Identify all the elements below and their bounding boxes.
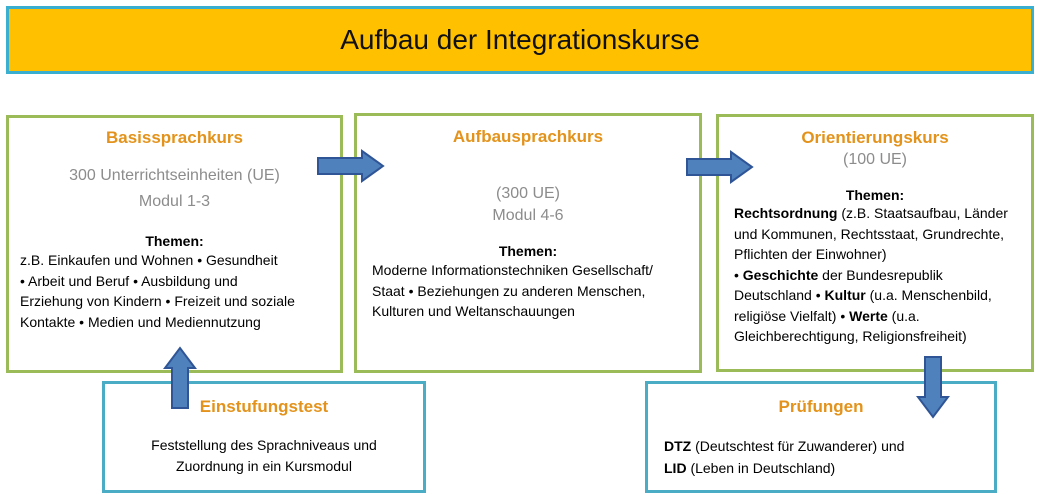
pruefung-bold-term: LID [664, 460, 687, 476]
pruefung-text: DTZ (Deutschtest für Zuwanderer) und LID… [648, 435, 994, 479]
orientierungskurs-box: Orientierungskurs (100 UE) Themen: Recht… [716, 114, 1034, 372]
basissprachkurs-box: Basissprachkurs 300 Unterrichtseinheiten… [6, 115, 343, 373]
pruefungen-title: Prüfungen [778, 397, 864, 416]
orient-text-line: Rechtsordnung (z.B. Staatsaufbau, Länder [734, 203, 1031, 224]
arrow-right-icon [317, 149, 385, 183]
basis-modules: Modul 1-3 [138, 193, 211, 210]
orient-bold-term: Rechtsordnung [734, 205, 838, 221]
aufbau-text-line: Kulturen und Weltanschauungen [372, 303, 575, 319]
aufbausprachkurs-title: Aufbausprachkurs [452, 127, 604, 146]
aufbau-text-line: Staat • Beziehungen zu anderen Menschen, [372, 282, 646, 299]
title-banner: Aufbau der Integrationskurse [6, 6, 1034, 74]
orient-themes-text: Rechtsordnung (z.B. Staatsaufbau, Länder… [719, 203, 1031, 347]
einstufung-text: Feststellung des Sprachniveaus und Zuord… [105, 435, 423, 476]
basis-text-line: Kontakte • Medien und Mediennutzung [20, 313, 261, 330]
aufbau-themes-text: Moderne Informationstechniken Gesellscha… [357, 260, 699, 322]
page-title: Aufbau der Integrationskurse [340, 24, 700, 55]
orient-text-line: Gleichberechtigung, Religionsfreiheit) [734, 328, 967, 344]
orient-text-line: und Kommunen, Rechtsstaat, Grundrechte, [734, 225, 1005, 242]
basissprachkurs-title: Basissprachkurs [105, 128, 244, 147]
orient-text-line: • Geschichte der Bundesrepublik [734, 265, 1031, 286]
orient-bold-term: Werte [849, 307, 888, 324]
orient-text-fragment: • [734, 266, 743, 283]
pruefung-bold-term: DTZ [664, 438, 692, 454]
orient-text-line: Deutschland • Kultur (u.a. Menschenbild, [734, 285, 1031, 306]
pruefung-text-line: LID (Leben in Deutschland) [664, 457, 994, 479]
basis-text-line: • Arbeit und Beruf • Ausbildung und [20, 272, 238, 289]
basis-themes-text: z.B. Einkaufen und Wohnen • Gesundheit •… [9, 250, 340, 332]
orient-hours: (100 UE) [842, 151, 908, 168]
orient-text-fragment: (z.B. Staatsaufbau, Länder [837, 205, 1008, 221]
basis-text-line: z.B. Einkaufen und Wohnen • Gesundheit [20, 252, 278, 268]
orient-bold-term: Geschichte [742, 266, 819, 283]
orient-text-line: religiöse Vielfalt) • Werte (u.a. [734, 306, 1031, 327]
einstufungstest-box: Einstufungstest Feststellung des Sprachn… [102, 381, 426, 493]
basis-text-line: Erziehung von Kindern • Freizeit und soz… [20, 293, 295, 309]
aufbau-themes-heading: Themen: [498, 243, 558, 259]
orient-text-fragment: religiöse Vielfalt) • [734, 307, 850, 324]
pruefung-text-fragment: (Deutschtest für Zuwanderer) und [691, 438, 905, 454]
aufbau-hours: (300 UE) [495, 185, 561, 202]
orient-text-line: Pflichten der Einwohner) [734, 246, 887, 262]
basis-themes-heading: Themen: [145, 233, 204, 249]
orient-text-fragment: (u.a. [887, 307, 920, 324]
einstufung-text-line: Feststellung des Sprachniveaus und [151, 437, 377, 453]
einstufungstest-title: Einstufungstest [199, 397, 329, 416]
aufbausprachkurs-box: Aufbausprachkurs (300 UE) Modul 4-6 Them… [354, 113, 702, 373]
arrow-down-icon [916, 356, 950, 419]
orient-bold-term: Kultur [824, 287, 866, 303]
orient-text-fragment: der Bundesrepublik [818, 266, 943, 283]
arrow-right-icon [686, 150, 754, 184]
orientierungskurs-title: Orientierungskurs [801, 128, 949, 147]
orient-text-fragment: Deutschland • [734, 287, 825, 303]
basis-hours: 300 Unterrichtseinheiten (UE) [69, 167, 280, 184]
orient-themes-heading: Themen: [845, 187, 905, 203]
pruefung-text-fragment: (Leben in Deutschland) [686, 460, 836, 476]
pruefung-text-line: DTZ (Deutschtest für Zuwanderer) und [664, 435, 994, 457]
einstufung-text-line: Zuordnung in ein Kursmodul [176, 457, 352, 474]
aufbau-modules: Modul 4-6 [492, 207, 564, 224]
aufbau-text-line: Moderne Informationstechniken Gesellscha… [372, 262, 653, 278]
orient-text-fragment: (u.a. Menschenbild, [865, 287, 992, 303]
arrow-up-icon [163, 346, 197, 409]
